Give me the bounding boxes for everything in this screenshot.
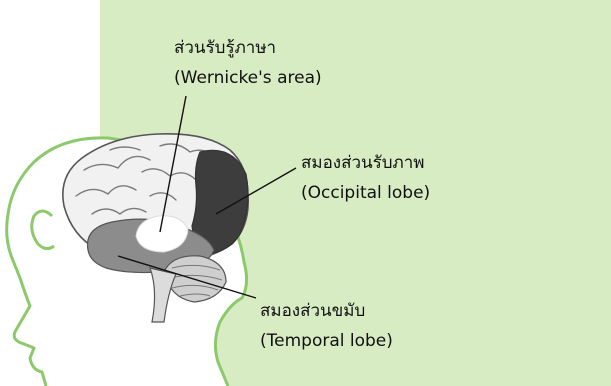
wernicke-area-label-english: (Wernicke's area): [174, 63, 322, 93]
temporal-lobe-label: สมองส่วนขมับ (Temporal lobe): [260, 296, 393, 356]
temporal-lobe-label-english: (Temporal lobe): [260, 326, 393, 356]
occipital-lobe-label-english: (Occipital lobe): [301, 178, 430, 208]
occipital-lobe-label-thai: สมองส่วนรับภาพ: [301, 148, 430, 178]
wernicke-area-label: ส่วนรับรู้ภาษา (Wernicke's area): [174, 33, 322, 93]
temporal-lobe-label-thai: สมองส่วนขมับ: [260, 296, 393, 326]
occipital-lobe-label: สมองส่วนรับภาพ (Occipital lobe): [301, 148, 430, 208]
wernicke-area-label-thai: ส่วนรับรู้ภาษา: [174, 33, 322, 63]
